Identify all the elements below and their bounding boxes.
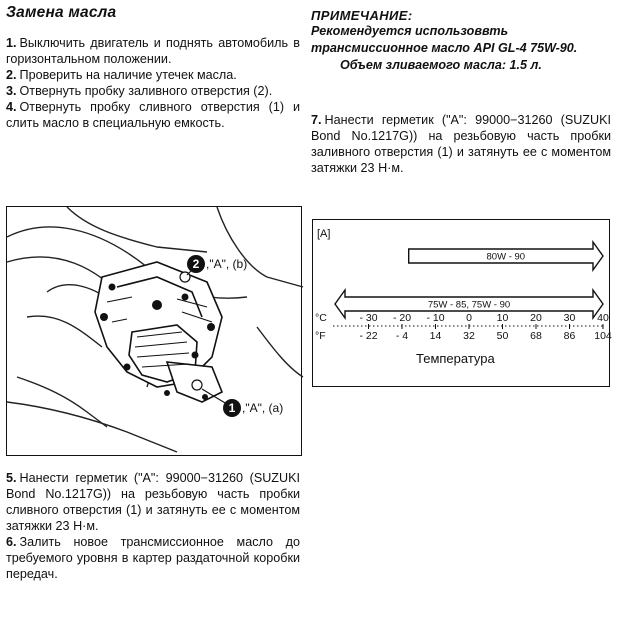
- range-band-label: 80W - 90: [487, 252, 526, 263]
- celsius-tick-label: 0: [466, 312, 472, 324]
- left-column: Замена масла 1.Выключить двигатель и под…: [6, 4, 300, 131]
- step-number: 6.: [6, 535, 17, 549]
- chart-xlabel: Температура: [416, 351, 496, 366]
- callout-1-label: ,"A", (a): [242, 401, 284, 415]
- note-volume: Объем зливаемого масла: 1.5 л.: [340, 58, 542, 72]
- fahrenheit-tick-label: 14: [430, 330, 442, 342]
- step-text: Отвернуть пробку заливного отверстия (2)…: [19, 84, 273, 98]
- celsius-unit-label: °C: [315, 312, 327, 324]
- callout-1: 1 ,"A", (a): [223, 399, 283, 417]
- step-4: 4.Отвернуть пробку сливного отверстия (1…: [6, 99, 300, 131]
- step-text: Нанести герметик ("A": 99000−31260 (SUZU…: [311, 113, 611, 175]
- celsius-tick-label: 40: [597, 312, 609, 324]
- fahrenheit-tick-label: 104: [594, 330, 612, 342]
- note-body: Рекомендуется использоввть трансмиссионн…: [311, 24, 578, 55]
- fahrenheit-tick-label: 68: [530, 330, 542, 342]
- step-number: 4.: [6, 100, 17, 114]
- step-5: 5.Нанести герметик ("A": 99000−31260 (SU…: [6, 470, 300, 534]
- callout-1-badge: 1: [223, 399, 241, 417]
- celsius-tick-label: - 20: [393, 312, 411, 324]
- celsius-tick-label: - 30: [359, 312, 377, 324]
- step-number: 5.: [6, 471, 17, 485]
- fahrenheit-unit-label: °F: [315, 330, 326, 342]
- step-1: 1.Выключить двигатель и поднять автомоби…: [6, 35, 300, 67]
- fahrenheit-tick-label: 86: [564, 330, 576, 342]
- step-text: Отвернуть пробку сливного отверстия (1) …: [6, 100, 300, 130]
- step-text: Выключить двигатель и поднять автомобиль…: [6, 36, 300, 66]
- fahrenheit-tick-label: - 4: [396, 330, 408, 342]
- step-text: Залить новое трансмиссионное масло до тр…: [6, 535, 300, 581]
- transfer-case-figure: 2 ,"A", (b) 1 ,"A", (a): [6, 206, 304, 456]
- callout-2: 2 ,"A", (b): [187, 255, 247, 273]
- range-band-arrow: [334, 287, 604, 321]
- step-text: Проверить на наличие утечек масла.: [19, 68, 237, 82]
- note-heading: ПРИМЕЧАНИЕ:: [311, 8, 413, 23]
- step-number: 2.: [6, 68, 17, 82]
- step-7: 7.Нанести герметик ("A": 99000−31260 (SU…: [311, 112, 611, 176]
- step-number: 3.: [6, 84, 17, 98]
- callout-2-label: ,"A", (b): [206, 257, 248, 271]
- step-7-block: 7.Нанести герметик ("A": 99000−31260 (SU…: [311, 112, 611, 176]
- fahrenheit-tick-label: 50: [497, 330, 509, 342]
- fahrenheit-tick-label: - 22: [359, 330, 377, 342]
- callout-2-badge: 2: [187, 255, 205, 273]
- celsius-tick-label: - 10: [426, 312, 444, 324]
- fahrenheit-tick-label: 32: [463, 330, 475, 342]
- range-band-label: 75W - 85, 75W - 90: [428, 300, 510, 311]
- celsius-tick-label: 10: [497, 312, 509, 324]
- step-2: 2.Проверить на наличие утечек масла.: [6, 67, 300, 83]
- celsius-tick-label: 20: [530, 312, 542, 324]
- chart-panel-label: [A]: [317, 228, 330, 240]
- step-number: 1.: [6, 36, 17, 50]
- transfer-case-drawing: [6, 206, 304, 453]
- steps-bottom: 5.Нанести герметик ("A": 99000−31260 (SU…: [6, 470, 300, 582]
- viscosity-chart: [A] 80W - 90 75W - 85, 75W - 90 °C °F - 3…: [312, 219, 612, 387]
- step-6: 6.Залить новое трансмиссионное масло до …: [6, 534, 300, 582]
- step-number: 7.: [311, 113, 322, 127]
- step-text: Нанести герметик ("A": 99000−31260 (SUZU…: [6, 471, 300, 533]
- step-3: 3.Отвернуть пробку заливного отверстия (…: [6, 83, 300, 99]
- note-block: ПРИМЕЧАНИЕ: Рекомендуется использоввть т…: [311, 8, 611, 74]
- range-band-arrow: [408, 239, 604, 273]
- viscosity-chart-svg: [A] 80W - 90 75W - 85, 75W - 90 °C °F - 3…: [315, 228, 612, 366]
- celsius-tick-label: 30: [564, 312, 576, 324]
- page-title: Замена масла: [6, 4, 117, 21]
